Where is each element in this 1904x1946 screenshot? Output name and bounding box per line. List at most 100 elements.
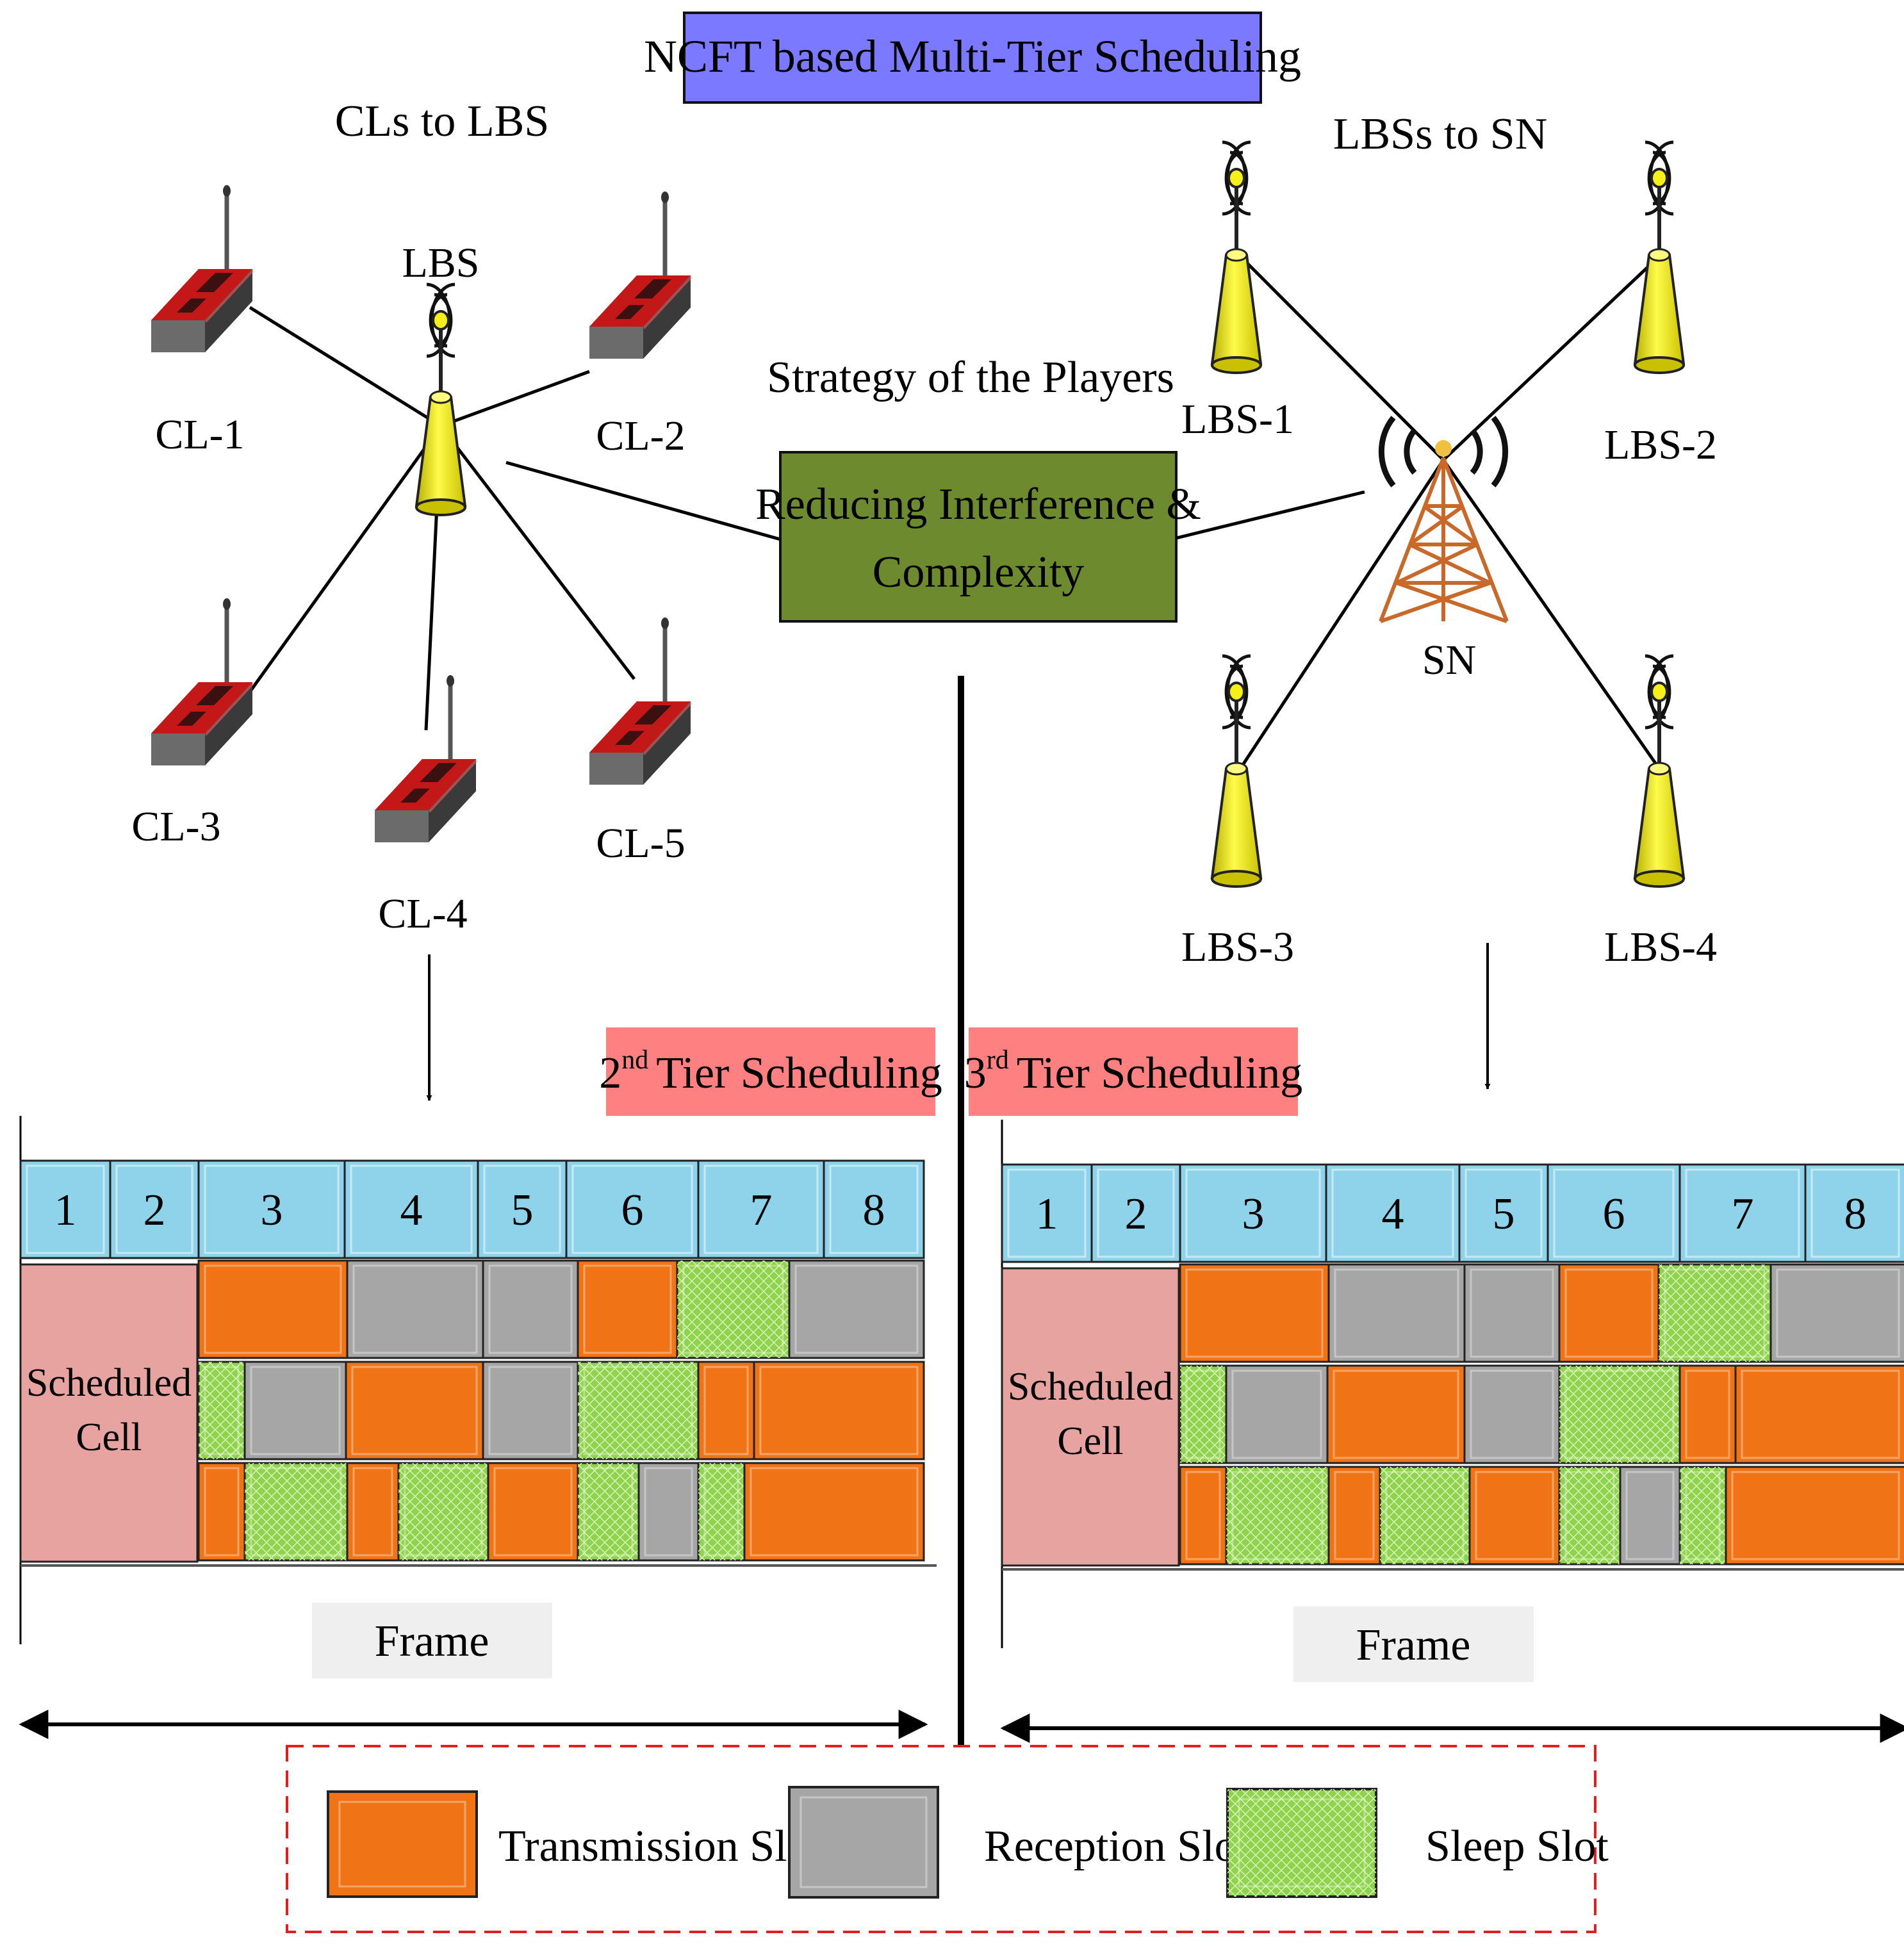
slot-number: 5 — [1493, 1190, 1515, 1239]
transmission-slot — [197, 1462, 246, 1562]
scheduled-cell-line2: Cell — [76, 1416, 142, 1459]
slot-number: 2 — [1125, 1190, 1147, 1239]
transmission-slot — [753, 1361, 925, 1460]
slot-number: 5 — [511, 1186, 534, 1235]
client-label-cl1: CL-1 — [155, 411, 244, 458]
slot-header-8: 8 — [823, 1159, 925, 1259]
transmission-slot — [577, 1259, 678, 1359]
strategy-line1: Reducing Interference & — [755, 480, 1201, 529]
client-cl2-icon — [589, 192, 692, 359]
lbs-label-1: LBS-1 — [1181, 396, 1294, 443]
slot-number: 1 — [54, 1186, 77, 1235]
lbs-hub-label: LBS — [402, 240, 479, 286]
sleep-slot — [1379, 1466, 1471, 1566]
lbs1-antenna-icon — [1212, 142, 1261, 373]
slot-header-3: 3 — [197, 1159, 346, 1259]
sleep-slot — [1657, 1263, 1772, 1363]
sleep-slot — [397, 1462, 489, 1562]
slot-header-5: 5 — [1458, 1163, 1549, 1263]
transmission-slot — [1678, 1364, 1737, 1464]
transmission-slot — [346, 1462, 400, 1562]
slot-header-7: 7 — [1678, 1163, 1807, 1263]
title-box: NCFT based Multi-Tier Scheduling — [644, 12, 1301, 104]
transmission-slot — [743, 1462, 925, 1562]
link-lbs-strategy — [505, 461, 781, 541]
slot-number: 4 — [1382, 1190, 1404, 1239]
client-label-cl2: CL-2 — [596, 413, 685, 459]
frame-label: Frame — [312, 1603, 552, 1678]
tower-icon — [1378, 416, 1509, 623]
sleep-slot — [1179, 1364, 1227, 1464]
client-label-cl4: CL-4 — [378, 890, 467, 937]
slot-number: 3 — [261, 1186, 283, 1235]
reception-slot — [243, 1361, 347, 1460]
lbs-label-3: LBS-3 — [1181, 924, 1294, 970]
sleep-slot — [243, 1462, 349, 1562]
legend-sleep-label: Sleep Slot — [1425, 1822, 1609, 1871]
frame-label: Frame — [1293, 1607, 1534, 1682]
sleep-slot — [697, 1462, 746, 1562]
transmission-slot — [1734, 1364, 1904, 1464]
right-group-label: LBSs to SN — [1333, 110, 1548, 159]
slot-number: 7 — [1732, 1190, 1754, 1239]
transmission-slot — [1179, 1263, 1330, 1363]
slot-number: 8 — [863, 1186, 885, 1235]
lbs3-antenna-icon — [1212, 656, 1261, 887]
slot-header-2: 2 — [109, 1159, 200, 1259]
slot-header-7: 7 — [697, 1159, 825, 1259]
frame-label-text: Frame — [375, 1617, 489, 1666]
link-lbs1 — [1239, 255, 1445, 461]
slot-number: 8 — [1844, 1190, 1867, 1239]
slot-header-4: 4 — [1325, 1163, 1461, 1263]
reception-slot — [1463, 1364, 1561, 1464]
slot-header-6: 6 — [565, 1159, 700, 1259]
transmission-slot — [697, 1361, 755, 1460]
transmission-slot — [345, 1361, 484, 1460]
sleep-slot — [577, 1462, 640, 1562]
sleep-slot — [1678, 1466, 1727, 1566]
slot-header-8: 8 — [1804, 1163, 1904, 1263]
reception-slot — [346, 1259, 484, 1359]
tier2-ordinal: 2 — [599, 1049, 621, 1098]
sleep-slot — [676, 1259, 791, 1359]
sleep-slot — [1558, 1364, 1681, 1464]
scheduled-cell-line2: Cell — [1057, 1419, 1123, 1463]
tier3-ordinal: 3 — [964, 1049, 987, 1098]
slot-number: 1 — [1036, 1190, 1058, 1239]
strategy-label: Strategy of the Players — [767, 353, 1174, 402]
client-cl1-icon — [151, 185, 254, 352]
legend-tx-label: Transmission Slot — [498, 1822, 823, 1871]
sleep-slot — [1225, 1466, 1330, 1566]
transmission-slot — [1468, 1466, 1561, 1566]
sleep-slot — [1558, 1466, 1621, 1566]
frame-label-text: Frame — [1356, 1621, 1471, 1670]
link-lbs4 — [1441, 459, 1661, 770]
sleep-slot — [577, 1361, 700, 1460]
reception-slot — [637, 1462, 700, 1562]
lbs-antenna-icon — [416, 284, 465, 515]
reception-slot — [1225, 1364, 1329, 1464]
lbs2-antenna-icon — [1635, 142, 1684, 373]
link-cl5 — [439, 425, 636, 680]
transmission-slot — [197, 1259, 349, 1359]
tier2-sup: nd — [621, 1045, 648, 1075]
legend-tx-swatch — [327, 1790, 478, 1898]
client-label-cl5: CL-5 — [596, 820, 685, 867]
link-cl1 — [249, 306, 442, 428]
slot-header-3: 3 — [1179, 1163, 1327, 1263]
transmission-slot — [1558, 1263, 1660, 1363]
slot-header-2: 2 — [1090, 1163, 1181, 1263]
client-cl3-icon — [151, 598, 254, 765]
transmission-slot — [1725, 1466, 1904, 1566]
slot-number: 2 — [144, 1186, 166, 1235]
strategy-box: Reducing Interference & Complexity — [755, 451, 1201, 623]
reception-slot — [1463, 1263, 1561, 1363]
slot-number: 7 — [750, 1186, 773, 1235]
reception-slot — [788, 1259, 925, 1359]
